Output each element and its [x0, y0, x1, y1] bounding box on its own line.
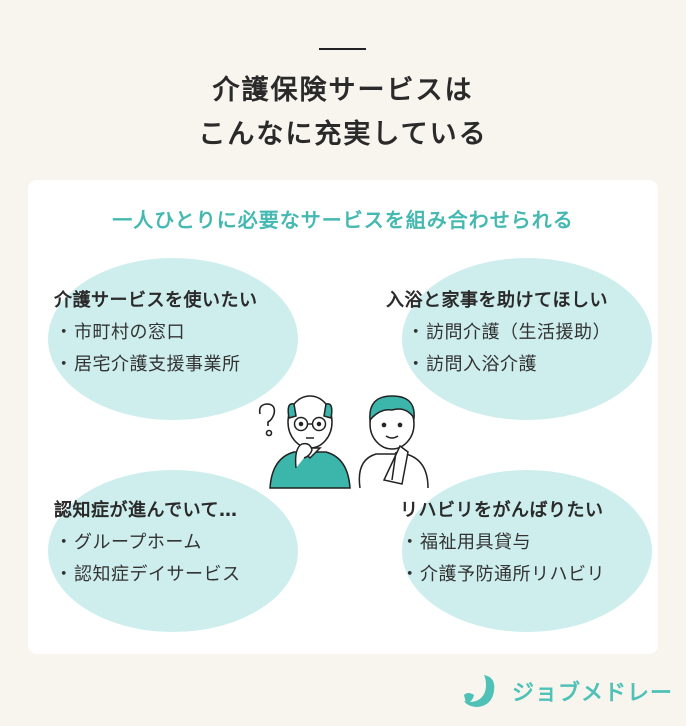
content-card: 一人ひとりに必要なサービスを組み合わせられる 介護サービスを使いたい ・市町村の…	[28, 180, 658, 654]
logo-text: ジョブメドレー	[512, 681, 674, 706]
title-rule	[319, 48, 366, 50]
quadrant-rehabilitation: リハビリをがんばりたい ・福祉用具貸与 ・介護予防通所リハビリ	[400, 496, 605, 586]
quadrant-heading: リハビリをがんばりたい	[400, 500, 604, 521]
list-item: ・市町村の窓口	[54, 322, 185, 343]
page-title-line1: 介護保険サービスは	[212, 75, 474, 106]
quadrant-use-care-services: 介護サービスを使いたい ・市町村の窓口 ・居宅介護支援事業所	[54, 286, 258, 376]
question-mark-icon	[258, 403, 276, 437]
quadrant-heading: 入浴と家事を助けてほしい	[386, 290, 608, 311]
list-item: ・居宅介護支援事業所	[54, 354, 241, 375]
list-item: ・訪問介護（生活援助）	[406, 322, 611, 343]
elderly-man-icon	[269, 395, 351, 489]
jobmedley-logo: ジョブメドレー	[462, 673, 673, 709]
card-subtitle: 一人ひとりに必要なサービスを組み合わせられる	[112, 208, 574, 232]
quadrant-heading: 介護サービスを使いたい	[54, 290, 258, 311]
ellipse-bottom-left	[48, 470, 298, 632]
jobmedley-mark-icon	[464, 675, 495, 707]
quadrant-dementia: 認知症が進んでいて… ・グループホーム ・認知症デイサービス	[54, 496, 241, 586]
list-item: ・福祉用具貸与	[400, 532, 531, 553]
page-title-line2: こんなに充実している	[198, 119, 488, 150]
caregiver-icon	[358, 395, 429, 489]
quadrant-heading: 認知症が進んでいて…	[54, 500, 238, 521]
ellipse-top-left	[48, 258, 298, 420]
list-item: ・訪問入浴介護	[406, 354, 537, 375]
illustration-people	[258, 395, 429, 489]
list-item: ・認知症デイサービス	[54, 564, 241, 585]
ellipse-top-right	[402, 258, 652, 420]
list-item: ・グループホーム	[54, 532, 202, 553]
ellipse-bottom-right	[402, 470, 652, 632]
list-item: ・介護予防通所リハビリ	[400, 564, 605, 585]
quadrant-bathing-housework: 入浴と家事を助けてほしい ・訪問介護（生活援助） ・訪問入浴介護	[386, 286, 611, 376]
